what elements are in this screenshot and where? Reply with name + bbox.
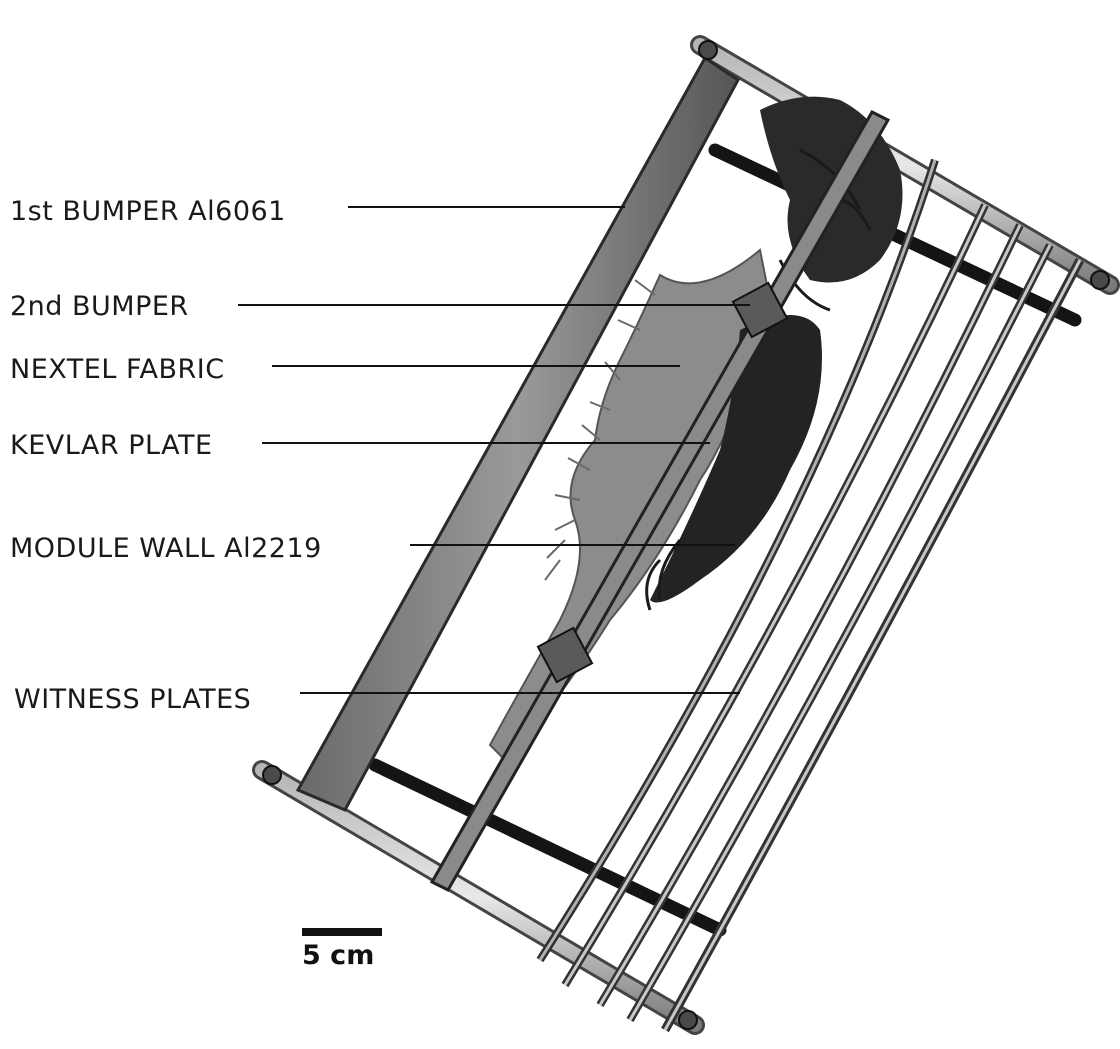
- label-kevlar-plate: KEVLAR PLATE: [10, 430, 213, 461]
- label-first-bumper: 1st BUMPER Al6061: [10, 196, 286, 227]
- silver-rods: [252, 35, 1120, 1035]
- label-witness-plates: WITNESS PLATES: [14, 684, 252, 715]
- label-nextel-fabric: NEXTEL FABRIC: [10, 354, 225, 385]
- scale-bar: [302, 928, 382, 936]
- witness-plates: [561, 203, 1084, 1033]
- bumper-brackets: [536, 281, 789, 684]
- label-second-bumper: 2nd BUMPER: [10, 291, 189, 322]
- rod-nuts: [262, 40, 1110, 1030]
- scale-bar-label: 5 cm: [302, 940, 375, 971]
- label-module-wall: MODULE WALL Al2219: [10, 533, 322, 564]
- leader-lines: [238, 206, 750, 694]
